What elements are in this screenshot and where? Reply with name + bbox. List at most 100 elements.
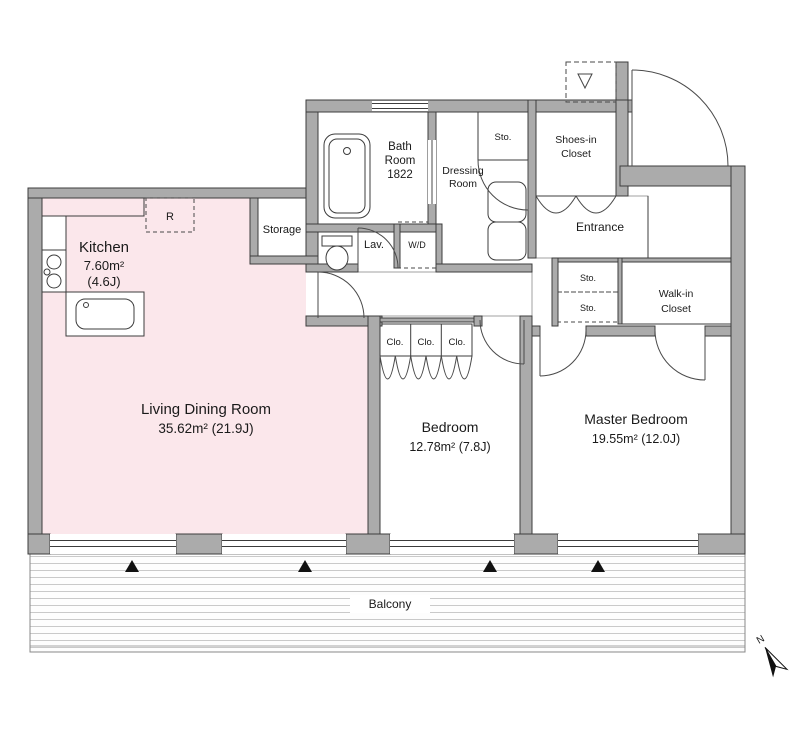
bedroom-door-swing xyxy=(479,319,525,365)
shoes-closet-label-1: Shoes-in xyxy=(555,134,597,146)
closet-label: Clo. xyxy=(387,337,404,348)
closet-folding-door xyxy=(379,355,396,380)
stove-burner xyxy=(46,254,62,270)
closet-label: Clo. xyxy=(449,337,466,348)
washstand-bowl xyxy=(487,221,527,261)
wall-hall-storage-left xyxy=(551,257,559,327)
window-top xyxy=(372,101,428,111)
wall-living-bedroom xyxy=(367,315,381,541)
closet-folding-door xyxy=(425,355,442,380)
wall-storage-left xyxy=(249,197,259,261)
wall-lav-wd xyxy=(393,223,401,269)
closet-folding-door xyxy=(410,355,427,380)
bathtub-inner xyxy=(328,138,366,214)
sink-icon xyxy=(75,298,135,330)
wall-dressing-right xyxy=(527,99,537,259)
kitchen-area: 7.60m² xyxy=(84,258,125,273)
wall-pier xyxy=(345,533,391,555)
window-marker-triangle xyxy=(591,560,605,572)
windows xyxy=(50,101,698,554)
bedroom-label: Bedroom xyxy=(422,419,479,435)
ldk-pink-floor xyxy=(42,198,368,538)
walk-in-label-1: Walk-in xyxy=(659,288,694,300)
master-door-swing xyxy=(539,329,587,377)
compass-needle-dark xyxy=(765,647,776,678)
refrigerator-space-outline xyxy=(145,197,195,233)
shoes-closet-folding-door xyxy=(535,195,577,214)
wall-walkin-top xyxy=(557,257,732,263)
wall-pier xyxy=(697,533,746,555)
doors xyxy=(317,69,729,381)
window-master xyxy=(558,534,698,554)
sto-b-label: Sto. xyxy=(580,303,596,313)
compass-needle-light xyxy=(764,646,789,671)
wall-pier xyxy=(175,533,223,555)
wall-pier xyxy=(27,533,51,555)
labels: Kitchen 7.60m² (4.6J) R Living Dining Ro… xyxy=(79,132,693,613)
window-marker-triangle xyxy=(125,560,139,572)
wall-porch-stub xyxy=(615,61,629,103)
shoes-closet-label-2: Closet xyxy=(561,148,591,160)
living-dining-area: 35.62m² (21.9J) xyxy=(158,421,253,436)
dressing-label-2: Room xyxy=(449,178,477,190)
wall-pier xyxy=(513,533,559,555)
window-living-2 xyxy=(222,534,346,554)
wall-kitchen-top xyxy=(27,187,319,199)
kitchen-label: Kitchen xyxy=(79,239,129,256)
window-marker-triangle xyxy=(298,560,312,572)
living-dining-label: Living Dining Room xyxy=(141,401,271,418)
refrigerator-label: R xyxy=(166,211,174,223)
lavatory-label: Lav. xyxy=(364,239,384,251)
walkin-door-swing xyxy=(654,329,706,381)
walls xyxy=(27,61,746,555)
bath-label-3: 1822 xyxy=(387,169,413,181)
entrance-label: Entrance xyxy=(576,220,624,234)
window-living-1 xyxy=(50,534,176,554)
wall-stub xyxy=(473,315,483,327)
wall-bedroom-master xyxy=(519,315,533,541)
fixtures xyxy=(41,133,527,337)
sto-a-label: Sto. xyxy=(580,273,596,283)
corridor-living-door-swing xyxy=(317,271,365,319)
shoes-closet-folding-door xyxy=(575,195,617,214)
sto-top-door-swing xyxy=(477,159,529,211)
closet-folding-door xyxy=(394,355,412,380)
wall-stub xyxy=(531,325,541,337)
wall-exterior-right xyxy=(730,165,746,555)
compass-north-label: N xyxy=(755,633,767,646)
porch-triangle-marker xyxy=(577,73,593,90)
washstand-icon xyxy=(487,181,527,223)
stove-burner-small xyxy=(43,268,51,276)
window-marker-triangle xyxy=(483,560,497,572)
washer-dryer-label: W/D xyxy=(408,240,426,250)
wall-storage-walkin xyxy=(617,257,623,325)
dressing-label-1: Dressing xyxy=(442,165,484,177)
storage-label: Storage xyxy=(263,224,302,236)
bathtub-drain xyxy=(343,147,351,155)
wall-master-top xyxy=(704,325,732,337)
wall-master-top xyxy=(585,325,656,337)
window-bedroom xyxy=(390,534,514,554)
closet-label: Clo. xyxy=(418,337,435,348)
master-bedroom-label: Master Bedroom xyxy=(584,411,687,427)
entrance-porch-outline xyxy=(565,61,617,103)
balcony-label: Balcony xyxy=(369,597,412,611)
wall-storage-bottom xyxy=(249,255,319,265)
wall-exterior-left xyxy=(27,187,43,555)
bath-label-1: Bath xyxy=(388,141,412,153)
kitchen-tatami: (4.6J) xyxy=(87,274,120,289)
walk-in-label-2: Closet xyxy=(661,303,691,315)
wall-top-section-left xyxy=(305,99,319,273)
entrance-door-swing xyxy=(631,69,729,167)
master-bedroom-area: 19.55m² (12.0J) xyxy=(592,432,680,446)
stove-burner xyxy=(46,273,62,289)
sto-top-label: Sto. xyxy=(495,132,512,143)
wall-dressing-bottom xyxy=(435,263,533,273)
sink-faucet xyxy=(83,302,89,308)
closet-folding-door xyxy=(440,355,458,380)
toilet-bowl-icon xyxy=(325,245,349,271)
bedroom-area: 12.78m² (7.8J) xyxy=(409,440,490,454)
closet-folding-door xyxy=(456,355,473,380)
